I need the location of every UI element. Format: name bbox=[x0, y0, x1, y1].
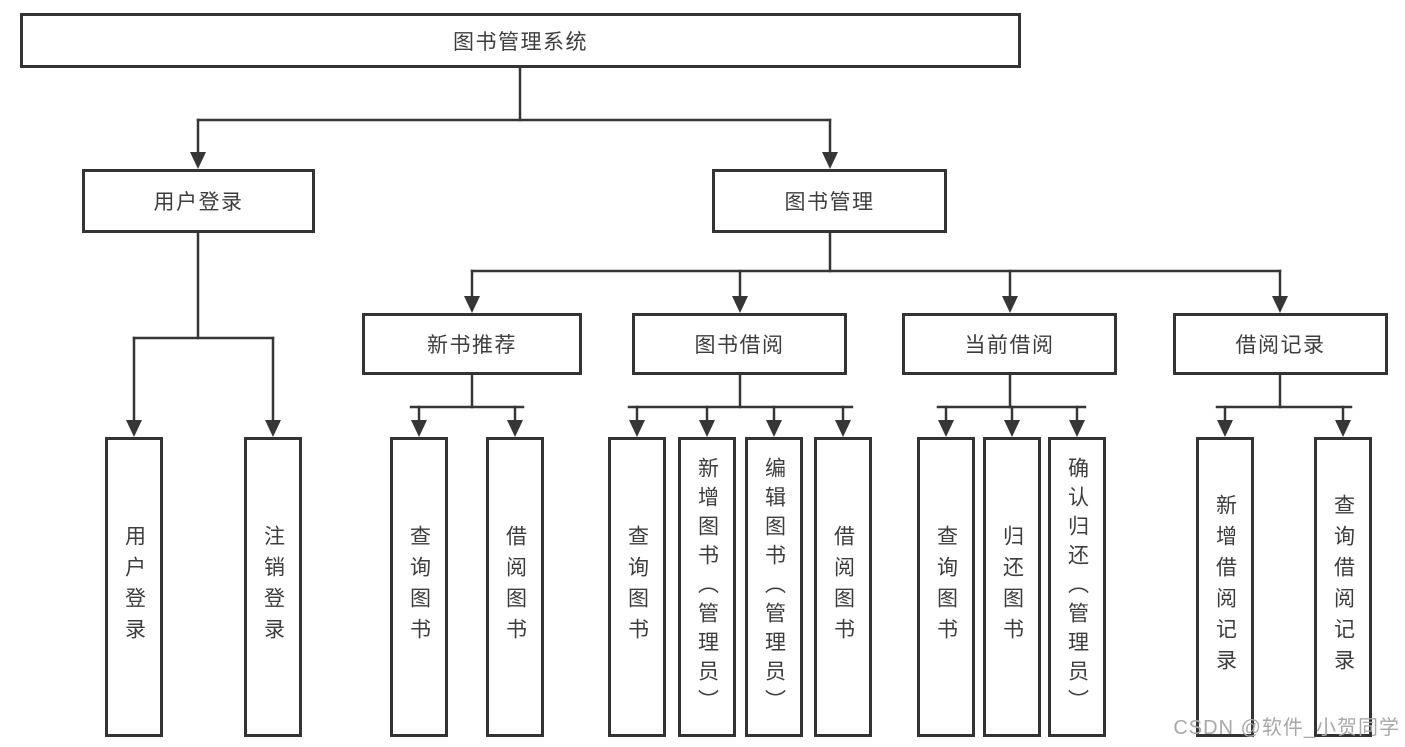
leaf-label: 查询图书 bbox=[934, 525, 958, 649]
leaf-query-borrow-record: 查询借阅记录 bbox=[1314, 437, 1372, 737]
leaf-label: 借阅图书 bbox=[831, 525, 855, 649]
watermark: CSDN @软件_小贺同学 bbox=[1173, 717, 1400, 739]
connector-book-borrowing-subtree bbox=[627, 373, 854, 437]
leaf-add-borrow-record: 新增借阅记录 bbox=[1196, 437, 1254, 737]
leaf-label: 新增图书（管理员） bbox=[695, 456, 719, 718]
leaf-label: 用户登录 bbox=[122, 525, 146, 649]
leaf-add-book-admin: 新增图书（管理员） bbox=[678, 437, 736, 737]
connector-user-login-subtree bbox=[126, 231, 281, 437]
arrow-down-icon bbox=[732, 296, 748, 313]
leaf-label: 查询图书 bbox=[625, 525, 649, 649]
connector-borrowing-records-subtree bbox=[1215, 373, 1353, 437]
node-user-login: 用户登录 bbox=[82, 169, 315, 233]
node-new-book-recommend: 新书推荐 bbox=[362, 313, 582, 375]
arrow-down-icon bbox=[411, 420, 427, 437]
arrow-down-icon bbox=[126, 420, 142, 437]
arrow-down-icon bbox=[190, 152, 206, 169]
arrow-down-icon bbox=[1002, 296, 1018, 313]
connector-current-borrowing-subtree bbox=[936, 373, 1087, 437]
arrow-down-icon bbox=[822, 152, 838, 169]
leaf-user-login: 用户登录 bbox=[105, 437, 163, 737]
arrow-down-icon bbox=[1272, 296, 1288, 313]
arrow-down-icon bbox=[1004, 420, 1020, 437]
leaf-label: 归还图书 bbox=[1000, 525, 1024, 649]
connector-new-book-recommend-subtree bbox=[409, 373, 525, 437]
arrow-down-icon bbox=[938, 420, 954, 437]
leaf-query-books-2: 查询图书 bbox=[608, 437, 666, 737]
leaf-label: 确认归还（管理员） bbox=[1065, 456, 1089, 718]
arrow-down-icon bbox=[507, 420, 523, 437]
connector-book-management-to-level3 bbox=[464, 231, 1288, 313]
leaf-label: 注销登录 bbox=[261, 525, 285, 649]
leaf-return-books: 归还图书 bbox=[983, 437, 1041, 737]
leaf-label: 查询图书 bbox=[407, 525, 431, 649]
arrow-down-icon bbox=[766, 420, 782, 437]
arrow-down-icon bbox=[1217, 420, 1233, 437]
leaf-label: 新增借阅记录 bbox=[1213, 494, 1237, 680]
leaf-label: 借阅图书 bbox=[503, 525, 527, 649]
arrow-down-icon bbox=[1335, 420, 1351, 437]
connector-root-to-level2 bbox=[190, 66, 838, 169]
arrow-down-icon bbox=[699, 420, 715, 437]
arrow-down-icon bbox=[464, 296, 480, 313]
leaf-label: 查询借阅记录 bbox=[1331, 494, 1355, 680]
arrow-down-icon bbox=[629, 420, 645, 437]
leaf-edit-book-admin: 编辑图书（管理员） bbox=[745, 437, 803, 737]
arrow-down-icon bbox=[1069, 420, 1085, 437]
node-book-management: 图书管理 bbox=[712, 169, 947, 233]
node-current-borrowing: 当前借阅 bbox=[902, 313, 1117, 375]
node-borrowing-records: 借阅记录 bbox=[1173, 313, 1388, 375]
arrow-down-icon bbox=[835, 420, 851, 437]
node-root: 图书管理系统 bbox=[20, 13, 1021, 68]
leaf-query-books-1: 查询图书 bbox=[390, 437, 448, 737]
leaf-borrow-books-1: 借阅图书 bbox=[486, 437, 544, 737]
node-book-borrowing: 图书借阅 bbox=[632, 313, 847, 375]
arrow-down-icon bbox=[265, 420, 281, 437]
leaf-logout-login: 注销登录 bbox=[244, 437, 302, 737]
leaf-confirm-return-admin: 确认归还（管理员） bbox=[1048, 437, 1106, 737]
leaf-label: 编辑图书（管理员） bbox=[762, 456, 786, 718]
leaf-borrow-books-2: 借阅图书 bbox=[814, 437, 872, 737]
leaf-query-books-3: 查询图书 bbox=[917, 437, 975, 737]
